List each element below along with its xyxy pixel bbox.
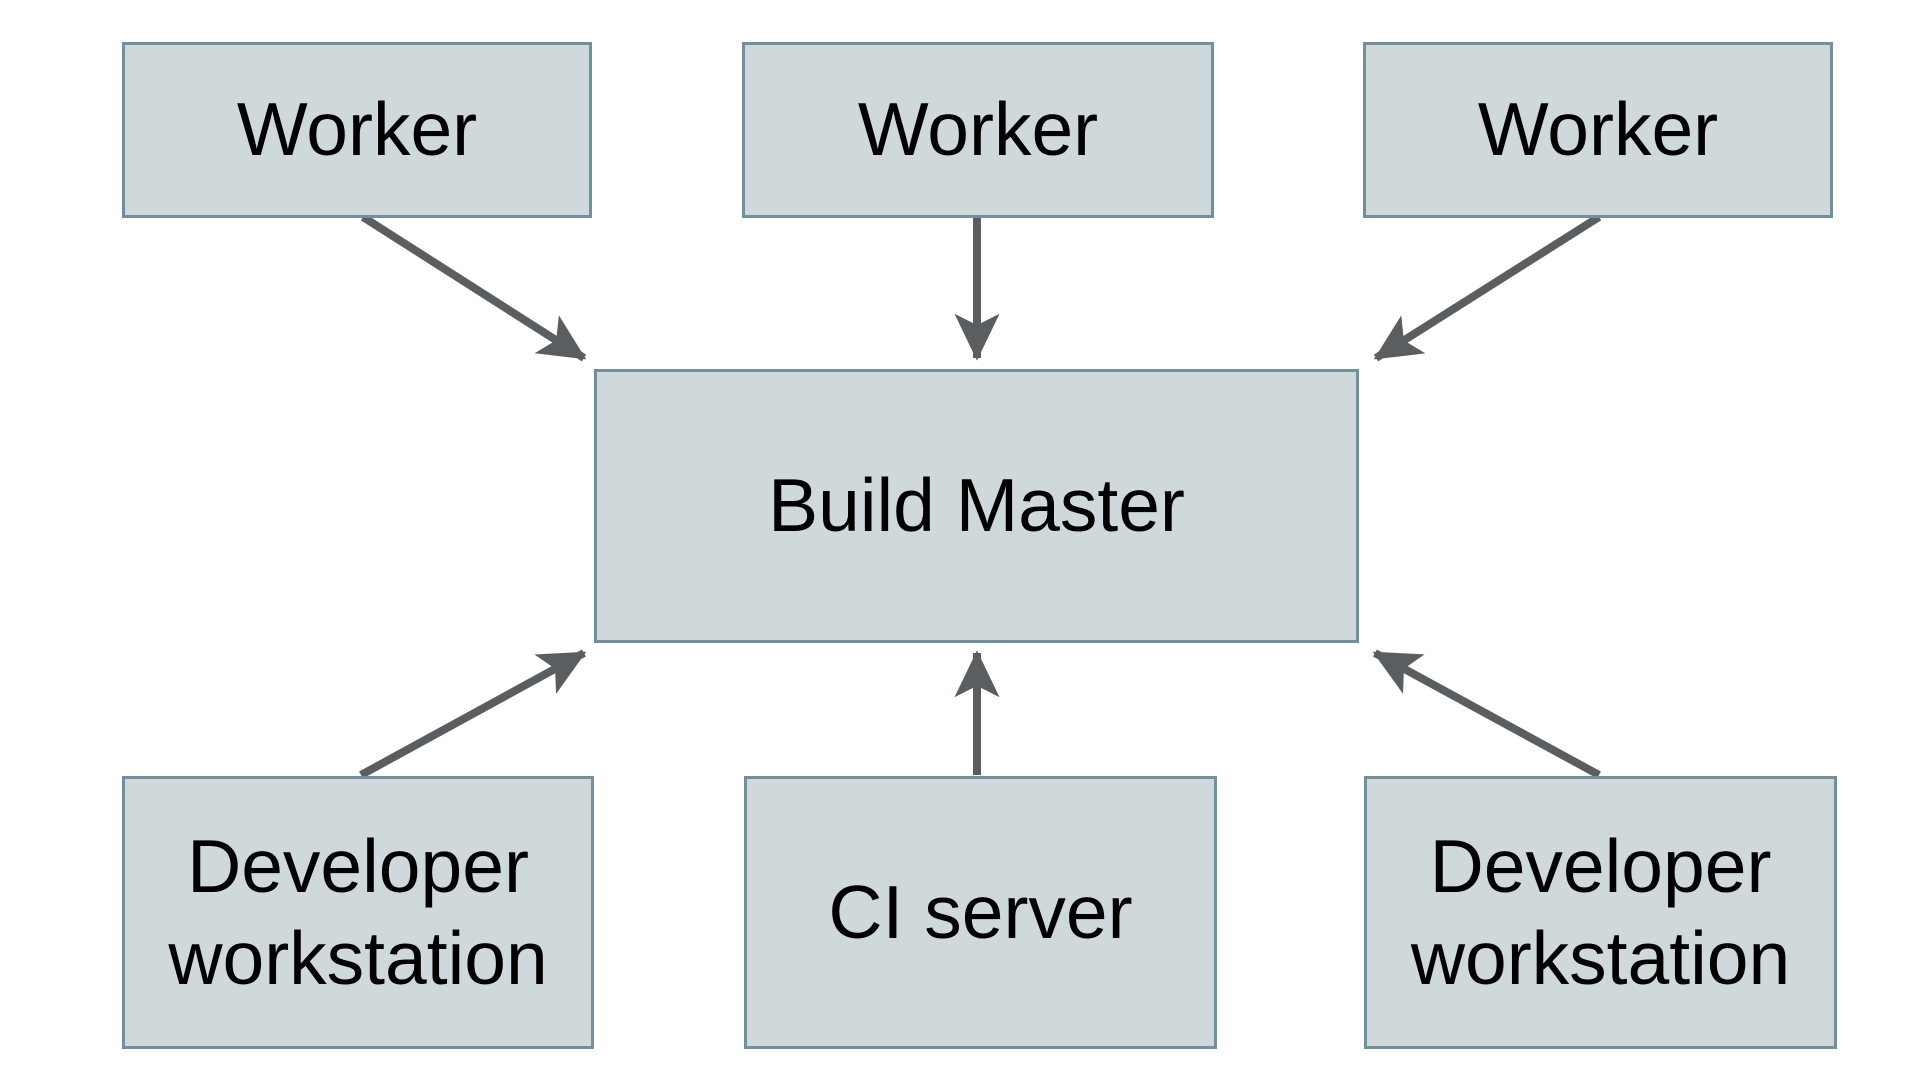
node-ci-server: CI server xyxy=(744,776,1217,1049)
arrow-worker-3-to-build-master xyxy=(1373,213,1602,362)
node-label: Developer workstation xyxy=(1410,824,1791,1000)
node-label: Worker xyxy=(857,87,1099,172)
node-worker-2: Worker xyxy=(742,42,1214,218)
arrow-worker-1-to-build-master xyxy=(360,213,587,362)
node-label: Worker xyxy=(236,87,478,172)
node-worker-1: Worker xyxy=(122,42,592,218)
node-worker-3: Worker xyxy=(1363,42,1833,218)
arrow-dev-left-to-build-master xyxy=(359,649,587,779)
arrow-dev-right-to-build-master xyxy=(1372,649,1601,779)
node-build-master: Build Master xyxy=(594,369,1359,643)
node-developer-workstation-right: Developer workstation xyxy=(1364,776,1837,1049)
node-label: CI server xyxy=(828,869,1133,954)
node-label: Developer workstation xyxy=(168,824,548,1000)
node-developer-workstation-left: Developer workstation xyxy=(122,776,594,1049)
node-label: Build Master xyxy=(768,463,1185,548)
node-label: Worker xyxy=(1477,87,1719,172)
